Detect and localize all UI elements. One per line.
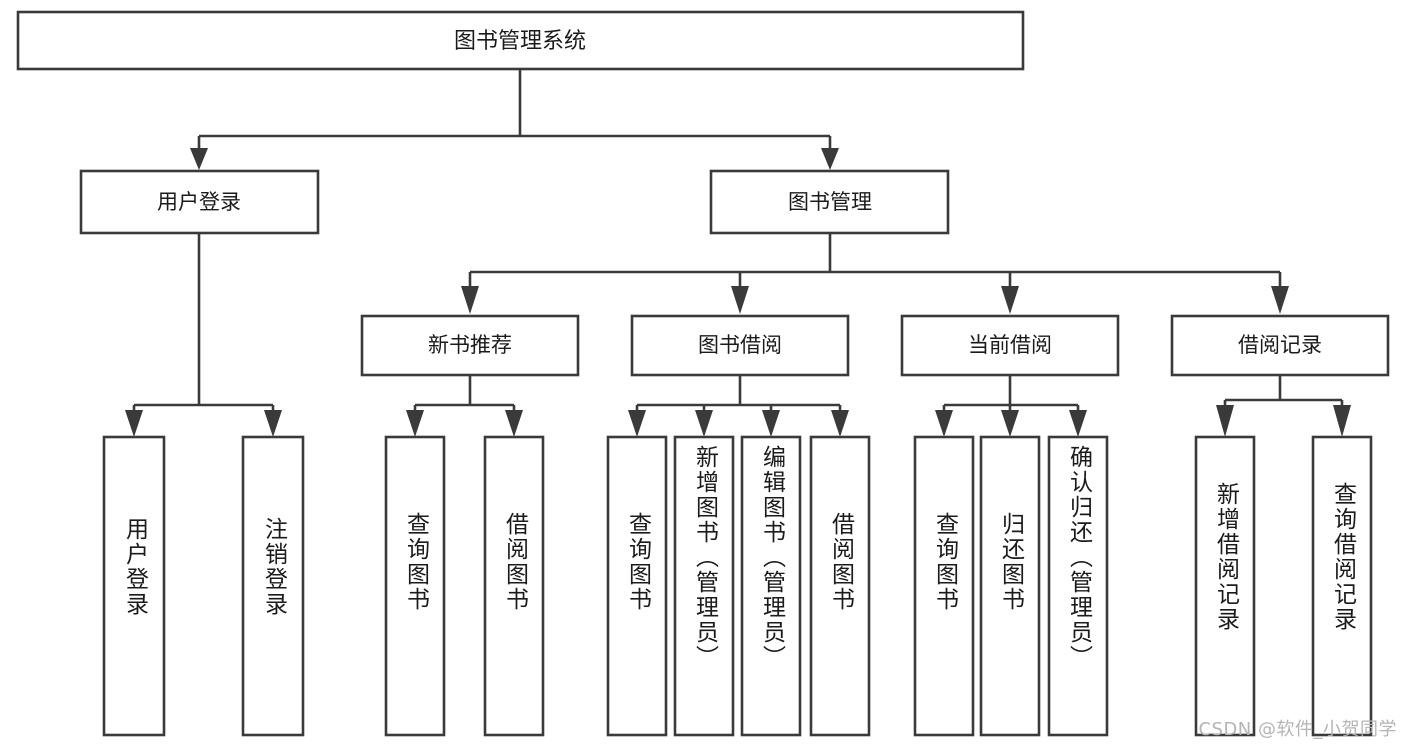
leaf-box-new-book-2[interactable] (483, 435, 545, 737)
node-root[interactable]: 图书管理系统 (16, 10, 1025, 71)
leaf-box-new-book-1[interactable] (384, 435, 446, 737)
arrow-new-leaf-2 (505, 410, 523, 437)
node-current-borrow-label: 当前借阅 (968, 333, 1052, 357)
leaf-box-book-borrow-2[interactable] (673, 435, 735, 737)
node-new-book-recommend-label: 新书推荐 (428, 333, 512, 357)
node-book-borrow-label: 图书借阅 (698, 333, 782, 357)
node-new-book-recommend-box[interactable] (360, 314, 580, 377)
leaf-box-current-borrow-2[interactable] (979, 435, 1041, 737)
arrow-root-to-book (821, 148, 839, 170)
leaf-box-borrow-record-1[interactable] (1194, 435, 1256, 737)
arrow-book-to-record (1271, 286, 1289, 314)
arrow-current-leaf-3 (1069, 410, 1087, 437)
arrow-borrow-leaf-2 (695, 410, 713, 437)
leaf-box-current-borrow-3[interactable] (1047, 435, 1109, 737)
node-book-management-label: 图书管理 (788, 190, 872, 214)
node-root-label: 图书管理系统 (454, 29, 586, 54)
node-borrow-record-label: 借阅记录 (1238, 333, 1322, 357)
leaf-box-borrow-record-2[interactable] (1311, 435, 1373, 737)
node-root-box[interactable] (16, 10, 1025, 71)
node-user-login-label: 用户登录 (157, 190, 241, 214)
node-new-book-recommend[interactable]: 新书推荐 (360, 314, 580, 377)
node-book-management-box[interactable] (709, 169, 950, 235)
arrow-borrow-leaf-4 (831, 410, 849, 437)
arrow-current-leaf-2 (1001, 410, 1019, 437)
node-user-login-box[interactable] (79, 169, 320, 235)
leaf-box-book-borrow-3[interactable] (740, 435, 802, 737)
node-book-borrow[interactable]: 图书借阅 (630, 314, 850, 377)
leaf-box-user-login-2[interactable] (241, 435, 305, 737)
node-borrow-record-box[interactable] (1170, 314, 1390, 377)
leaf-box-user-login-1[interactable] (102, 435, 166, 737)
node-current-borrow[interactable]: 当前借阅 (900, 314, 1120, 377)
node-borrow-record[interactable]: 借阅记录 (1170, 314, 1390, 377)
arrow-new-leaf-1 (406, 410, 424, 437)
arrow-book-to-borrow (731, 286, 749, 314)
connector-layer (125, 69, 1351, 437)
arrow-root-to-user (190, 148, 208, 170)
node-current-borrow-box[interactable] (900, 314, 1120, 377)
leaf-box-book-borrow-1[interactable] (606, 435, 668, 737)
node-book-management[interactable]: 图书管理 (709, 169, 950, 235)
arrow-current-leaf-1 (935, 410, 953, 437)
leaf-box-book-borrow-4[interactable] (809, 435, 871, 737)
arrow-user-leaf-1 (125, 410, 143, 437)
arrow-record-leaf-2 (1333, 405, 1351, 437)
leaf-box-current-borrow-1[interactable] (913, 435, 975, 737)
node-user-login[interactable]: 用户登录 (79, 169, 320, 235)
arrow-borrow-leaf-1 (628, 410, 646, 437)
arrow-record-leaf-1 (1216, 405, 1234, 437)
arrow-book-to-current (1001, 286, 1019, 314)
watermark-text: CSDN @软件_小贺同学 (1198, 719, 1397, 740)
node-book-borrow-box[interactable] (630, 314, 850, 377)
arrow-borrow-leaf-3 (762, 410, 780, 437)
arrow-user-leaf-2 (264, 410, 282, 437)
arrow-book-to-new (461, 286, 479, 314)
